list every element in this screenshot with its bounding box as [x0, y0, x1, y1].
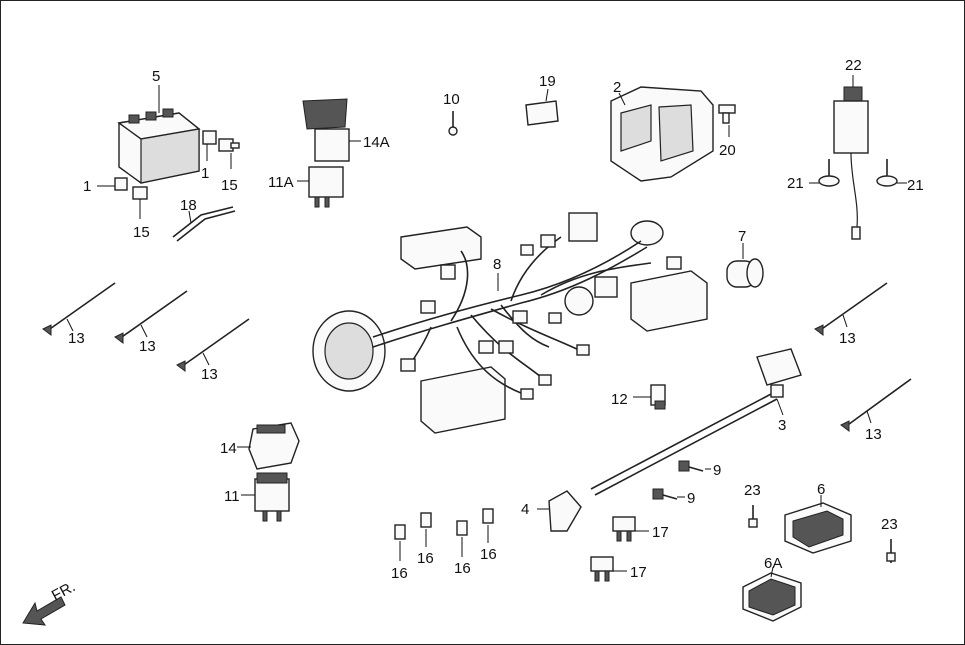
callout-11a: 11A: [268, 174, 294, 191]
callout-12: 12: [611, 391, 628, 408]
cable-tie-13e: [840, 378, 912, 432]
callout-14: 14: [220, 440, 237, 457]
callout-6: 6: [817, 481, 825, 498]
clip-12: [633, 384, 666, 410]
screw-21b: [876, 159, 907, 187]
cover-6a: [742, 566, 802, 622]
callout-21b: 21: [907, 177, 924, 194]
battery-strap: [172, 206, 236, 242]
callout-7: 7: [738, 228, 746, 245]
callout-2: 2: [613, 79, 621, 96]
callout-16c: 16: [454, 560, 471, 577]
bolt-9b: [652, 488, 685, 500]
callout-14a: 14A: [363, 134, 390, 151]
relay-11: [241, 472, 290, 522]
spark-plug-cap: [537, 490, 582, 532]
cable-tie-13d: [814, 282, 888, 336]
cable-tie-13a: [42, 282, 116, 336]
nut-1b: [202, 130, 217, 161]
bolt-15a: [218, 138, 240, 169]
callout-19: 19: [539, 73, 556, 90]
callout-5: 5: [152, 68, 160, 85]
sensor-22: [833, 75, 869, 240]
callout-1a: 1: [83, 178, 91, 195]
callout-4: 4: [521, 501, 529, 518]
relay-holder-14a: [302, 98, 361, 162]
bolt-9a: [678, 460, 711, 472]
callout-15b: 15: [133, 224, 150, 241]
screw-21a: [809, 159, 840, 187]
callout-13a: 13: [68, 330, 85, 347]
callout-1b: 1: [201, 165, 209, 182]
callout-23b: 23: [881, 516, 898, 533]
callout-22: 22: [845, 57, 862, 74]
regulator-6: [784, 495, 852, 554]
callout-17b: 17: [630, 564, 647, 581]
fuse-16b: [420, 512, 432, 547]
fuse-16d: [482, 508, 494, 543]
cable-tie-13b: [114, 290, 188, 344]
callout-20: 20: [719, 142, 736, 159]
callout-23a: 23: [744, 482, 761, 499]
nut-1a: [97, 177, 128, 191]
callout-13b: 13: [139, 338, 156, 355]
fuse-17a: [612, 516, 649, 542]
bolt-23b: [886, 539, 896, 563]
callout-11: 11: [224, 488, 240, 505]
cable-tie-13c: [176, 318, 250, 372]
callout-13c: 13: [201, 366, 218, 383]
callout-16d: 16: [480, 546, 497, 563]
ignition-coil: [590, 348, 802, 496]
pad-19: [525, 88, 559, 126]
callout-13e: 13: [865, 426, 882, 443]
battery: [117, 85, 201, 184]
component-7: [726, 243, 764, 288]
callout-17a: 17: [652, 524, 669, 541]
callout-18: 18: [180, 197, 197, 214]
callout-21a: 21: [787, 175, 804, 192]
fuse-16c: [456, 520, 468, 557]
callout-15a: 15: [221, 177, 238, 194]
callout-9b: 9: [687, 490, 695, 507]
relay-11a: [297, 166, 344, 208]
callout-13d: 13: [839, 330, 856, 347]
bolt-23a: [748, 505, 758, 528]
fuse-17b: [590, 556, 627, 582]
callout-3: 3: [778, 417, 786, 434]
direction-label: FR.: [49, 578, 78, 604]
callout-9a: 9: [713, 462, 721, 479]
front-arrow-icon: [22, 596, 66, 626]
callout-8: 8: [493, 256, 501, 273]
bolt-15b: [132, 186, 148, 219]
wire-harness: [312, 212, 708, 434]
callout-16a: 16: [391, 565, 408, 582]
fuse-16a: [394, 524, 406, 561]
relay-holder-14: [237, 422, 300, 470]
electrical-bracket: [610, 86, 736, 182]
screw-10: [448, 111, 458, 136]
callout-16b: 16: [417, 550, 434, 567]
callout-6a: 6A: [764, 555, 782, 572]
callout-10: 10: [443, 91, 460, 108]
